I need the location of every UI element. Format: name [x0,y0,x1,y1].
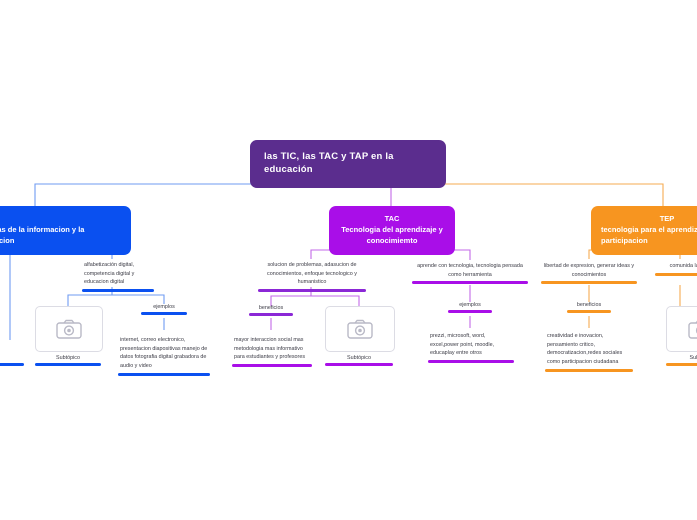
leaf-tac-detail[interactable]: solucion de problemas, adasucion de cono… [258,261,366,292]
image-card-tep-frame[interactable] [666,306,697,352]
image-card-tac-frame[interactable] [325,306,395,352]
image-card-tic-frame[interactable] [35,306,103,352]
leaf-tac-examples-text: prezzi, microsoft, word, excel,power poi… [430,333,495,357]
leaf-tic-detail-text: alfabetización digital, competencia digi… [84,262,135,286]
image-card-tep-underline [666,363,697,366]
camera-icon [347,319,373,339]
leaf-tep-detail-underline [541,281,637,285]
leaf-tep-detail-text: libertad de expresion, generar ideas y c… [543,263,635,278]
minilabel-tac-beneficios-text: beneficios [258,305,284,311]
minilabel-tac-beneficios[interactable]: beneficios [249,305,293,316]
image-card-tep[interactable]: Subtópic [666,306,697,366]
leaf-tic-examples-text: internet, correo electronico, presentaci… [120,337,208,369]
leaf-tep-benefits[interactable]: creatividad e inovacion, pensamiento cri… [545,332,633,372]
minilabel-tac-ejemplos-underline [448,310,492,313]
leaf-tac-benefits-underline [232,363,312,367]
minilabel-tac-ejemplos-text: ejemplos [459,302,481,308]
leaf-tep-detail[interactable]: libertad de expresion, generar ideas y c… [541,262,637,285]
leaf-tep-clipped-text: comunida la relaida [669,263,697,269]
leaf-tep-clipped-underline [655,272,697,276]
leaf-tac-detail2-text: aprende con tecnologia, tecnologia pensa… [417,263,523,278]
image-card-tic[interactable]: Subtópico [35,306,103,366]
branch-tac-title: TAC [384,214,400,223]
leaf-tep-benefits-underline [545,368,633,372]
leaf-tac-detail-text: solucion de problemas, adasucion de cono… [267,262,357,286]
leaf-tic-examples[interactable]: internet, correo electronico, presentaci… [118,336,210,376]
image-card-tac[interactable]: Subtópico [325,306,395,366]
leaf-tac-detail-underline [258,288,366,292]
leaf-tic-clipped-underline [0,362,24,366]
image-card-tac-underline [325,363,393,366]
leaf-tic-clipped[interactable]: cion [0,352,24,366]
leaf-tac-examples[interactable]: prezzi, microsoft, word, excel,power poi… [428,332,514,363]
leaf-tic-detail-underline [82,288,154,292]
minilabel-tic-ejemplos-underline [141,312,187,315]
branch-tac-subtitle: Tecnologia del aprendizaje y conocimiemt… [341,224,443,245]
leaf-tac-benefits-text: mayor interaccion social mas metodologia… [234,337,306,361]
image-card-tep-caption: Subtópic [689,355,697,361]
image-card-tic-caption: Subtópico [56,355,80,361]
leaf-tic-clipped-text: cion [0,352,24,363]
image-card-tic-underline [35,363,101,366]
branch-tic-subtitle: tecnologias de la informacion y la comun… [0,224,85,245]
leaf-tac-detail2-underline [412,281,528,285]
minilabel-tac-beneficios-underline [249,313,293,316]
minilabel-tep-beneficios-text: beneficios [576,302,602,308]
leaf-tic-detail[interactable]: alfabetización digital, competencia digi… [82,261,154,292]
leaf-tac-benefits[interactable]: mayor interaccion social mas metodologia… [232,336,312,367]
branch-node-tic[interactable]: TIC tecnologias de la informacion y la c… [0,206,131,255]
branch-node-tep[interactable]: TEP tecnologia para el aprendizaje y la … [591,206,697,255]
branch-node-tac[interactable]: TAC Tecnologia del aprendizaje y conocim… [329,206,455,255]
root-node[interactable]: las TIC, las TAC y TAP en la educación [250,140,446,188]
root-node-label: las TIC, las TAC y TAP en la educación [264,151,394,175]
camera-icon [688,320,697,339]
minilabel-tic-ejemplos-text: ejemplos [153,304,175,310]
branch-tic-title: TIC [0,214,121,225]
leaf-tac-examples-underline [428,359,514,363]
image-card-tac-caption: Subtópico [347,355,371,361]
minilabel-tic-ejemplos[interactable]: ejemplos [141,304,187,315]
leaf-tic-examples-underline [118,372,210,376]
minilabel-tep-beneficios-underline [567,310,611,313]
leaf-tac-detail2[interactable]: aprende con tecnologia, tecnologia pensa… [412,262,528,285]
minilabel-tac-ejemplos[interactable]: ejemplos [448,302,492,313]
branch-tep-title: TEP [659,214,675,223]
leaf-tep-benefits-text: creatividad e inovacion, pensamiento cri… [547,333,623,365]
camera-icon [56,319,82,339]
branch-tep-subtitle: tecnologia para el aprendizaje y la part… [601,224,697,245]
leaf-tep-clipped[interactable]: comunida la relaida [655,262,697,276]
minilabel-tep-beneficios[interactable]: beneficios [567,302,611,313]
